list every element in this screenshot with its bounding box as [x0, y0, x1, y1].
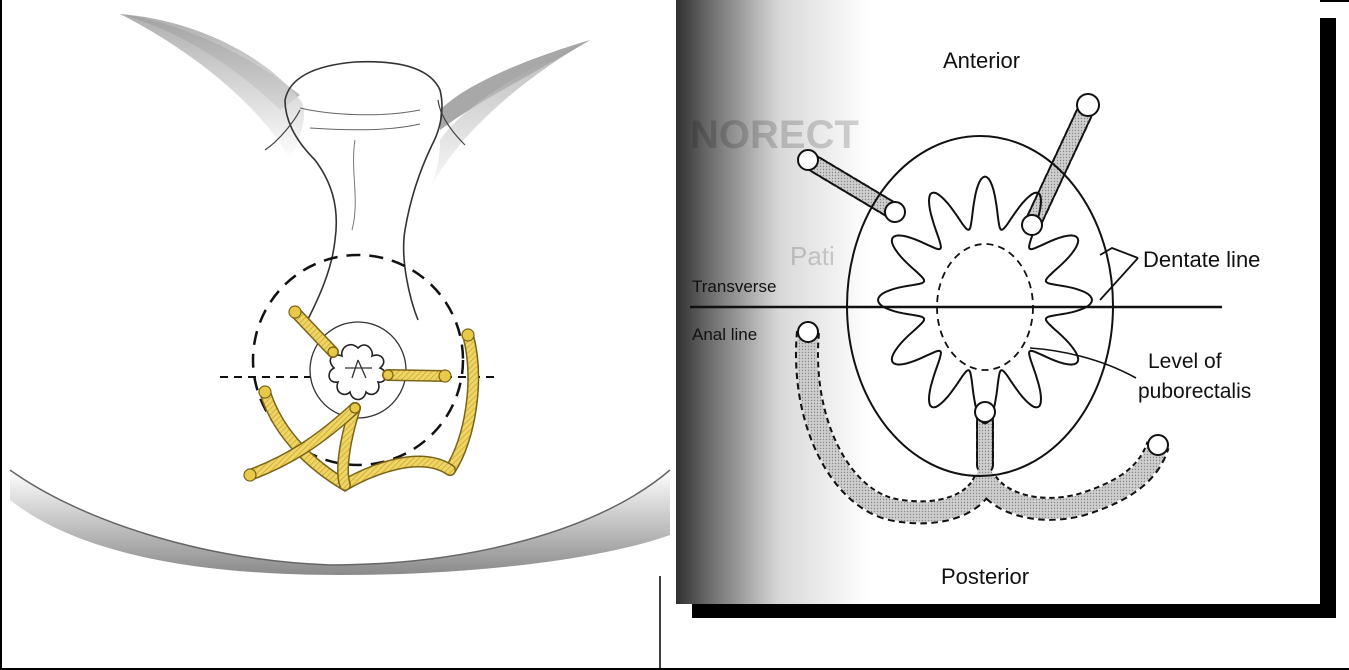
label-transverse: Transverse	[692, 277, 776, 296]
label-level-of: Level of	[1148, 350, 1222, 373]
label-posterior: Posterior	[941, 564, 1029, 589]
scan-page	[676, 0, 1320, 604]
perineum-outline	[285, 62, 442, 325]
left-illustration	[10, 14, 670, 575]
label-anal-line: Anal line	[692, 325, 757, 344]
bg-fragment-heading: NORECT	[690, 113, 859, 157]
label-puborectalis: puborectalis	[1138, 380, 1251, 403]
bg-fragment-word: Pati	[790, 241, 835, 271]
label-dentate-line: Dentate line	[1143, 247, 1260, 272]
label-anterior: Anterior	[943, 48, 1020, 73]
right-diagram: NORECT Pati	[676, 0, 1336, 618]
